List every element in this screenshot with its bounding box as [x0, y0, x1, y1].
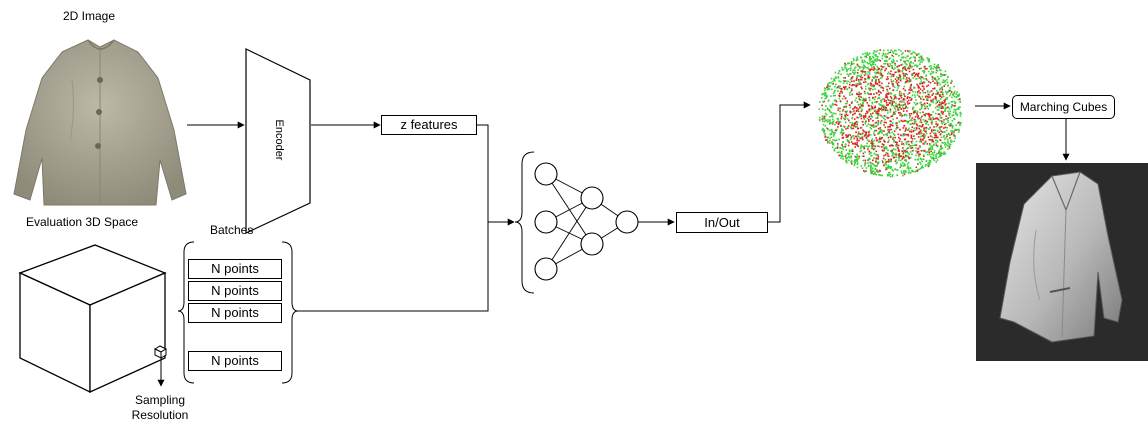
resolution-label: Resolution [131, 408, 189, 422]
sweater-image [13, 39, 187, 206]
point-cloud [818, 48, 962, 178]
sampling-label: Sampling [134, 393, 186, 407]
merge-connector [298, 124, 489, 312]
marching-cubes-box: Marching Cubes [1012, 95, 1115, 119]
eval-space-title: Evaluation 3D Space [26, 215, 139, 229]
hidden-node [580, 232, 604, 256]
voxel-icon [153, 345, 168, 359]
input-node [534, 162, 558, 186]
inout-to-pointcloud-arrow [768, 101, 811, 223]
output-node [615, 210, 639, 234]
image-title: 2D Image [63, 9, 116, 23]
batch-row: N points [188, 281, 282, 301]
input-node [534, 210, 558, 234]
batch-row: N points [188, 259, 282, 279]
input-node [534, 257, 558, 281]
in-out-box: In/Out [676, 212, 768, 233]
encoder-label: Encoder [273, 119, 285, 161]
reconstructed-mesh [976, 163, 1148, 361]
batch-row: N points [188, 303, 282, 323]
z-features-box: z features [381, 115, 477, 135]
neural-network [534, 162, 639, 281]
encoder-block [245, 48, 311, 234]
network-bracket [514, 151, 535, 294]
batch-row: N points [188, 351, 282, 371]
evaluation-cube [18, 244, 167, 394]
hidden-node [580, 186, 604, 210]
batches-title: Batches [210, 223, 254, 237]
